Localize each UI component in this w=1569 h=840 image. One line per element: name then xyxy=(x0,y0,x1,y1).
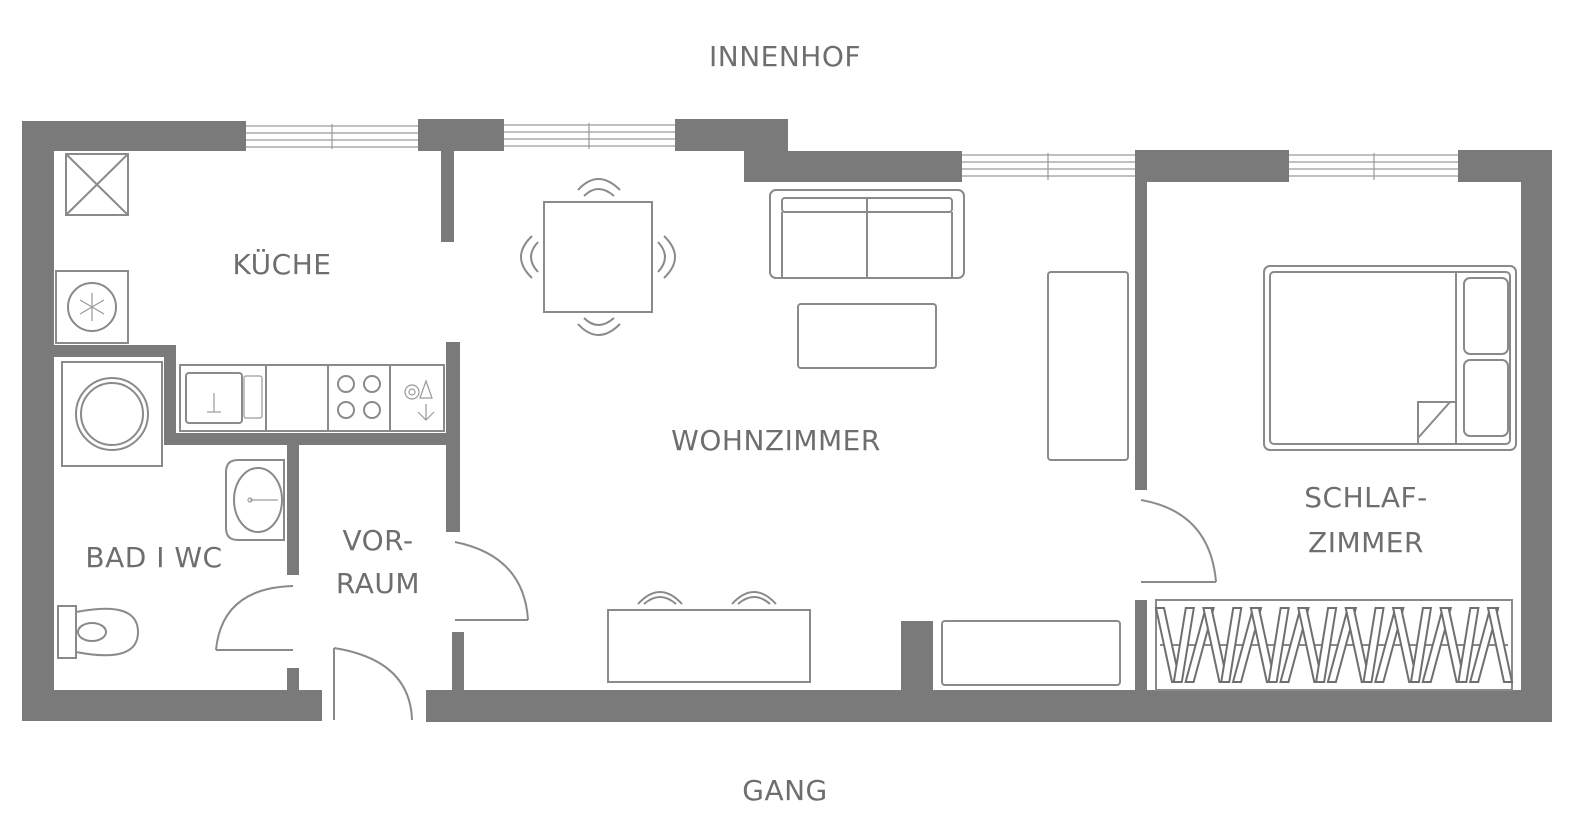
label-bath: BAD I WC xyxy=(85,541,222,574)
low-cabinet xyxy=(941,620,1121,686)
sofa-icon xyxy=(769,189,965,279)
sink-icon xyxy=(185,372,263,424)
fridge-icon xyxy=(65,153,129,216)
door-entrance[interactable] xyxy=(333,647,413,721)
wall-bottom-right xyxy=(426,690,1552,722)
toilet-icon xyxy=(57,605,140,659)
wall-right xyxy=(1521,150,1552,722)
stove-icon xyxy=(337,375,381,419)
freezer-icon xyxy=(55,270,129,344)
bed-icon xyxy=(1263,265,1517,451)
label-hall-line2: RAUM xyxy=(336,567,420,600)
kitchen-counter xyxy=(179,364,445,432)
bedroom-furniture xyxy=(1154,265,1517,691)
chair-icon xyxy=(577,178,621,191)
label-living: WOHNZIMMER xyxy=(671,424,881,457)
hanger-icon xyxy=(1409,607,1433,683)
bathroom-furniture xyxy=(57,361,285,659)
living-furniture xyxy=(520,178,1129,686)
walls xyxy=(22,119,1552,722)
chair-icon xyxy=(637,591,683,605)
label-hall-line1: VOR- xyxy=(342,524,413,557)
wall-bedroom-lower xyxy=(1135,600,1147,690)
coffee-table xyxy=(797,303,937,369)
wall-top-right-pier xyxy=(1135,150,1289,182)
pillow-icon xyxy=(1463,359,1509,437)
hanger-icon xyxy=(1486,607,1514,683)
door-living[interactable] xyxy=(454,541,529,621)
doors xyxy=(215,499,1217,721)
door-bedroom[interactable] xyxy=(1140,499,1217,583)
label-innenhof: INNENHOF xyxy=(709,40,861,73)
wall-hall-right xyxy=(446,342,460,532)
hanger-icon xyxy=(1314,607,1338,683)
chair-icon xyxy=(663,235,676,279)
wall-top-mid xyxy=(675,119,788,151)
hanger-icon xyxy=(1362,607,1385,683)
wall-living-nib xyxy=(901,621,933,691)
desk xyxy=(607,591,811,683)
window-living-right xyxy=(962,153,1135,180)
window-living-left xyxy=(504,123,675,149)
wall-bath-hall-lower xyxy=(287,668,299,690)
label-kitchen: KÜCHE xyxy=(233,247,332,281)
label-bedroom-line2: ZIMMER xyxy=(1308,526,1424,559)
wall-bottom-left xyxy=(22,690,322,721)
washing-machine-icon xyxy=(61,361,163,467)
label-gang: GANG xyxy=(742,774,828,807)
sideboard xyxy=(1047,271,1129,461)
pillow-icon xyxy=(1463,277,1509,355)
hanger-icon xyxy=(1457,607,1480,683)
chair-icon xyxy=(520,235,533,279)
chair-icon xyxy=(577,323,621,336)
wardrobe-icon xyxy=(1154,599,1514,691)
wall-left xyxy=(22,121,54,721)
labels: INNENHOF GANG KÜCHE WOHNZIMMER BAD I WC … xyxy=(85,40,1427,807)
door-bathroom[interactable] xyxy=(215,585,294,651)
wall-top-left xyxy=(22,121,246,151)
wall-hall-right-lower xyxy=(452,632,464,690)
wall-bath-hall xyxy=(287,445,299,575)
wall-bedroom-upper xyxy=(1135,150,1147,490)
washbasin-icon xyxy=(225,459,285,541)
windows xyxy=(246,123,1458,180)
wall-bath-kitchen xyxy=(164,345,176,445)
wall-bath-top xyxy=(54,345,176,357)
dining-table xyxy=(520,178,676,336)
hanger-icon xyxy=(1267,607,1290,683)
window-bedroom xyxy=(1289,153,1458,180)
wall-kitchen-stub xyxy=(441,150,454,242)
wall-top-pier xyxy=(418,119,504,151)
hanger-icon xyxy=(1172,607,1195,683)
wall-top-step xyxy=(744,151,962,182)
hanger-icon xyxy=(1220,607,1243,683)
label-bedroom-line1: SCHLAF- xyxy=(1304,481,1427,514)
dishwasher-icon xyxy=(404,379,435,421)
window-kitchen xyxy=(246,124,418,149)
wall-kitchen-bottom xyxy=(176,433,448,445)
chair-icon xyxy=(731,591,777,605)
kitchen-furniture xyxy=(55,153,445,432)
